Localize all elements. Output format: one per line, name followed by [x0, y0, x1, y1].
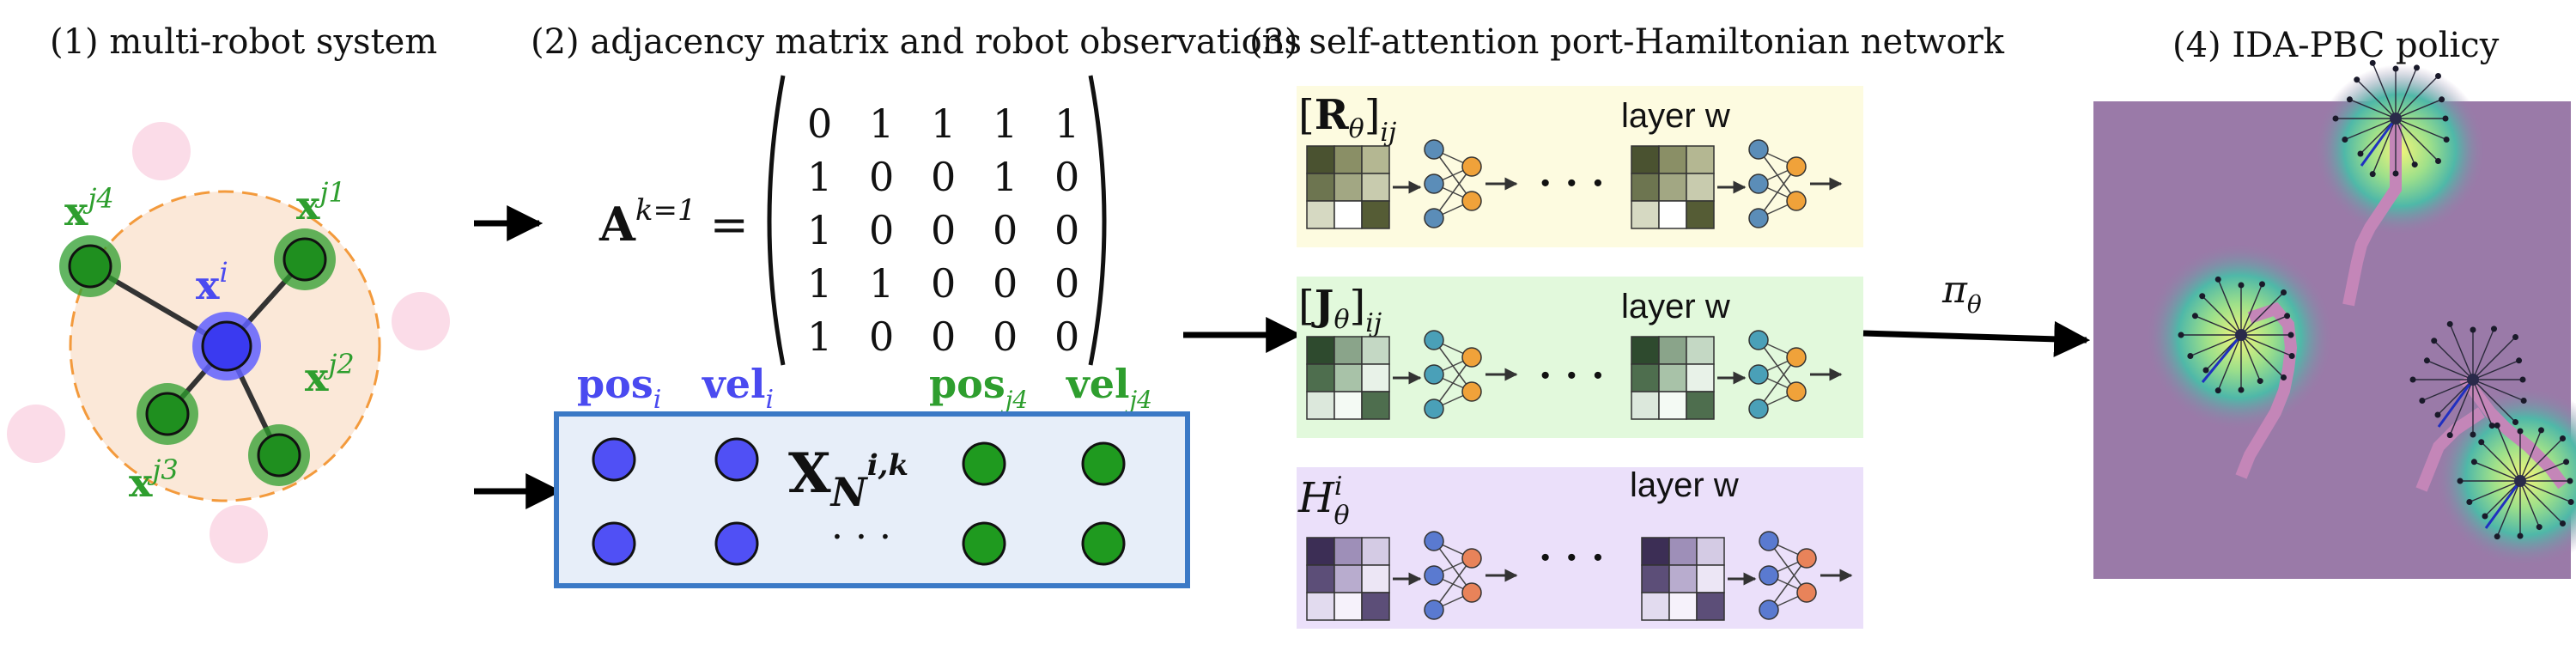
attention-heatmap: [1306, 336, 1390, 420]
neighbor-label-j4: xj4: [64, 182, 114, 234]
panel-2-title: (2) adjacency matrix and robot observati…: [531, 22, 1302, 62]
network-row-J: [1297, 277, 1863, 438]
mlp-icon: [1759, 531, 1817, 620]
matrix-entry: 0: [807, 100, 832, 147]
multi-robot-graph: xi xj4 xj1 xj2 xj3: [7, 122, 450, 563]
matrix-left-bracket: [767, 75, 786, 366]
mlp-icon: [1424, 330, 1482, 419]
obs-pos-i-2: [592, 521, 636, 566]
attention-heatmap: [1306, 537, 1390, 621]
matrix-entry: 0: [993, 207, 1018, 253]
obs-vel-j4-2: [1081, 521, 1126, 566]
row-J-ellipsis: · · ·: [1539, 354, 1605, 398]
row-J-layer-label: layer w: [1621, 288, 1730, 326]
far-robot: [7, 405, 65, 463]
matrix-entry: 0: [869, 207, 894, 253]
neighbor-label-j3: xj3: [129, 453, 179, 506]
obs-vel-i-1: [714, 437, 759, 482]
matrix-right-bracket: [1088, 75, 1107, 366]
matrix-entry: 0: [869, 313, 894, 360]
sensor-rays: [2178, 59, 2574, 540]
attention-heatmap: [1641, 537, 1725, 621]
row-R-label: [Rθ]ij: [1298, 91, 1396, 148]
obs-pos-j4-2: [962, 521, 1006, 566]
robot-sensor-star: [2332, 59, 2450, 178]
row-R-ellipsis: · · ·: [1539, 161, 1605, 205]
adjacency-lhs: Ak=1=: [598, 193, 749, 252]
matrix-entry: 1: [807, 207, 832, 253]
header-pos-i: posi: [577, 361, 661, 415]
row-R-layer-label: layer w: [1621, 97, 1730, 135]
far-robot: [132, 122, 191, 180]
attention-heatmap: [1631, 145, 1715, 229]
policy-field-plot: [2093, 59, 2576, 579]
robot-sensor-star: [2409, 320, 2527, 439]
mlp-icon: [1748, 139, 1807, 228]
observation-box: posi veli posj4 velj4 XNi,k · · ·: [554, 361, 1190, 588]
far-robot: [210, 505, 268, 563]
matrix-entry: 1: [1054, 100, 1079, 147]
panel-4-title: (4) IDA-PBC policy: [2172, 26, 2500, 65]
center-robot-label: xi: [196, 256, 228, 308]
matrix-entry: 1: [931, 100, 956, 147]
panel-1-title: (1) multi-robot system: [50, 22, 437, 62]
obs-vel-j4-1: [1081, 441, 1126, 486]
matrix-entry: 1: [869, 260, 894, 307]
matrix-entry: 0: [869, 154, 894, 200]
robot-sensor-star: [2457, 422, 2574, 540]
attention-heatmap: [1306, 145, 1390, 229]
matrix-entry: 0: [993, 313, 1018, 360]
row-H-ellipsis: · · ·: [1539, 536, 1605, 580]
observation-ellipsis: · · ·: [831, 515, 891, 559]
far-robot: [392, 292, 450, 350]
matrix-entry: 0: [1054, 260, 1079, 307]
header-vel-j4: velj4: [1066, 361, 1152, 414]
attention-heatmap: [1631, 336, 1715, 420]
header-vel-i: veli: [702, 361, 774, 415]
neighbor-label-j2: xj2: [305, 348, 355, 400]
matrix-entry: 1: [807, 260, 832, 307]
neighbor-label-j1: xj1: [296, 176, 346, 228]
mlp-icon: [1424, 139, 1482, 228]
obs-vel-i-2: [714, 521, 759, 566]
matrix-entry: 0: [931, 154, 956, 200]
arrow-to-policy: [1862, 320, 2091, 357]
matrix-entry: 0: [993, 260, 1018, 307]
mlp-icon: [1424, 531, 1482, 620]
observation-symbol: XNi,k: [788, 441, 908, 515]
header-pos-j4: posj4: [929, 361, 1028, 414]
observation-tensor-box: [554, 411, 1190, 588]
obs-pos-i-1: [592, 437, 636, 482]
matrix-entry: 0: [931, 207, 956, 253]
obs-pos-j4-1: [962, 441, 1006, 486]
panel-3-title: (3) self-attention port-Hamiltonian netw…: [1249, 22, 2005, 62]
matrix-entry: 1: [993, 100, 1018, 147]
policy-label: πθ: [1941, 268, 1982, 319]
row-H-layer-label: layer w: [1630, 466, 1739, 504]
network-row-R: [1297, 86, 1863, 247]
matrix-entry: 1: [807, 313, 832, 360]
matrix-entry: 0: [931, 313, 956, 360]
matrix-entry: 1: [807, 154, 832, 200]
matrix-entry: 0: [1054, 154, 1079, 200]
matrix-entry: 1: [869, 100, 894, 147]
matrix-entry: 0: [931, 260, 956, 307]
matrix-entry: 0: [1054, 207, 1079, 253]
robot-sensor-star: [2178, 276, 2295, 394]
matrix-entry: 0: [1054, 313, 1079, 360]
mlp-icon: [1748, 330, 1807, 419]
matrix-entry: 1: [993, 154, 1018, 200]
